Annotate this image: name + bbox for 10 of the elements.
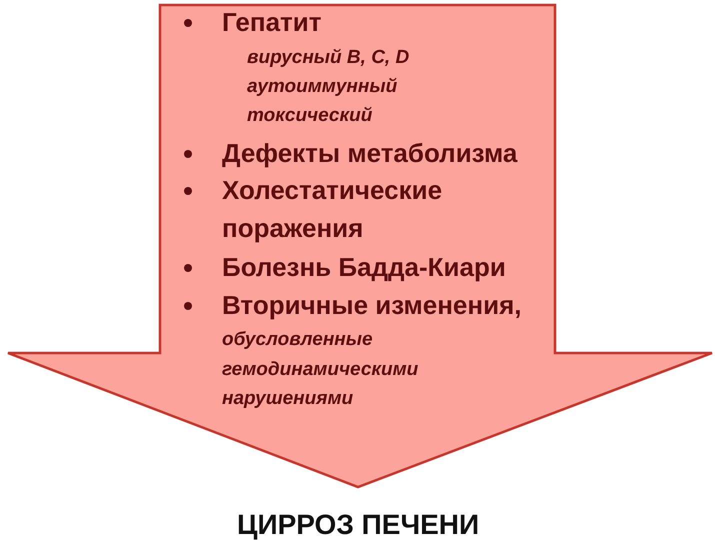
sub-item-text: обусловленные гемодинамическими нарушениями: [222, 328, 420, 411]
result-label: ЦИРРОЗ ПЕЧЕНИ: [237, 508, 480, 542]
list-item-text: Вторичные изменения,: [222, 289, 522, 322]
sub-item-text: аутоиммунный: [247, 75, 398, 99]
list-item-text: Болезнь Бадда-Киари: [222, 251, 507, 284]
list-item-text: Гепатит: [222, 6, 322, 39]
list-item-text: Дефекты метаболизма: [222, 137, 518, 170]
sub-item-text: вирусный B, C, D: [247, 46, 410, 70]
sub-item-text: токсический: [247, 104, 374, 128]
list-item-text: Холестатические поражения: [222, 174, 444, 245]
